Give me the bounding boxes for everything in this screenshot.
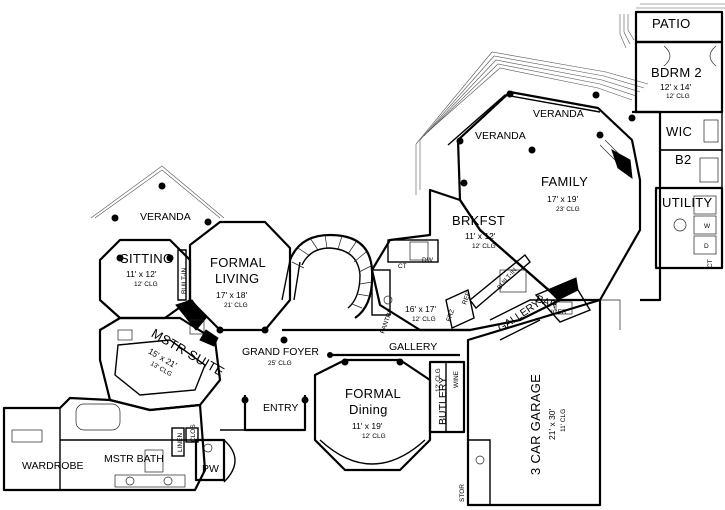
tag-ct-utility: CT: [707, 259, 714, 268]
tag-ref: REF: [461, 291, 472, 306]
room-name-gallery-mid: GALLERY: [389, 341, 437, 353]
gallery-hall: [282, 299, 560, 357]
room-size-kitchen: 16' x 17': [405, 304, 437, 314]
room-size-garage: 21' x 30': [547, 408, 557, 440]
room-clg-family: 23' CLG: [556, 206, 580, 213]
room-name-pw: PW: [202, 463, 219, 475]
room-size-formal-dining: 11' x 19': [352, 421, 383, 431]
room-name-formal-dining-2: Dining: [349, 402, 388, 417]
room-name-brkfst: BRKFST: [452, 213, 505, 228]
room-name-wic: WIC: [666, 124, 692, 139]
room-clg-grand-foyer: 25' CLG: [268, 360, 292, 367]
room-name-bdrm2: BDRM 2: [651, 65, 702, 80]
tag-d: D: [704, 243, 709, 250]
room-name-veranda-left: VERANDA: [140, 211, 191, 223]
room-clg-formal-living: 21' CLG: [224, 302, 248, 309]
bar-area: [534, 279, 592, 323]
room-name-sitting: SITTING: [120, 251, 173, 266]
room-clg-butlery: 12' CLG: [435, 368, 442, 392]
room-name-b2: B2: [675, 152, 692, 167]
family-room: [447, 90, 642, 302]
room-clg-bdrm2: 12' CLG: [666, 93, 690, 100]
room-name-patio: PATIO: [652, 16, 691, 31]
room-labels: PATIO BDRM 2 12' x 14' 12' CLG WIC B2 UT…: [22, 16, 713, 475]
veranda-deck-lines: [90, 3, 725, 219]
room-name-veranda-mid: VERANDA: [475, 130, 526, 142]
tag-clos: CLOS: [190, 424, 197, 442]
room-name-grand-foyer: GRAND FOYER: [242, 346, 319, 358]
room-name-veranda-top: VERANDA: [533, 108, 584, 120]
entry-area: [171, 395, 307, 483]
room-size-bdrm2: 12' x 14': [660, 82, 692, 92]
bedroom-2-wing: [632, 10, 724, 302]
room-size-sitting: 11' x 12': [126, 269, 157, 279]
room-size-family: 17' x 19': [547, 194, 579, 204]
room-name-butlery: BUTLERY: [437, 377, 449, 425]
room-name-formal-dining-1: FORMAL: [345, 386, 401, 401]
room-name-entry: ENTRY: [263, 402, 298, 414]
room-clg-brkfst: 12' CLG: [472, 243, 496, 250]
tag-dw: DW: [422, 257, 434, 264]
tag-frz: FRZ: [445, 308, 456, 322]
room-name-wardrobe: WARDROBE: [22, 460, 83, 472]
room-clg-formal-dining: 12' CLG: [362, 433, 386, 440]
room-name-utility: UTILITY: [662, 195, 713, 210]
columns: [111, 90, 636, 404]
room-name-family: FAMILY: [541, 174, 588, 189]
master-suite: [98, 316, 222, 412]
curved-staircase: [281, 233, 374, 319]
room-clg-sitting: 12' CLG: [134, 281, 158, 288]
room-name-garage: 3 CAR GARAGE: [528, 374, 543, 475]
master-bath-wing: [2, 396, 207, 492]
room-clg-kitchen: 12' CLG: [412, 316, 436, 323]
butlery: [428, 360, 466, 434]
formal-dining: [313, 358, 432, 472]
tag-ct: CT: [398, 263, 407, 270]
room-size-formal-living: 17' x 18': [216, 290, 248, 300]
tag-linen: LINEN: [177, 433, 184, 452]
room-name-formal-living-1: FORMAL: [210, 255, 266, 270]
tag-built-in-left: BUILT-IN: [181, 267, 188, 294]
tag-stor: STOR: [459, 484, 466, 502]
room-clg-garage: 11' CLG: [560, 409, 567, 432]
tag-icer: ICER: [551, 309, 567, 316]
garage: [466, 298, 621, 507]
tag-w: W: [704, 223, 711, 230]
room-name-formal-living-2: LIVING: [215, 271, 259, 286]
room-size-brkfst: 11' x 12': [465, 231, 496, 241]
room-name-mstr-bath: MSTR BATH: [104, 453, 164, 465]
tag-wine: WINE: [453, 370, 460, 388]
